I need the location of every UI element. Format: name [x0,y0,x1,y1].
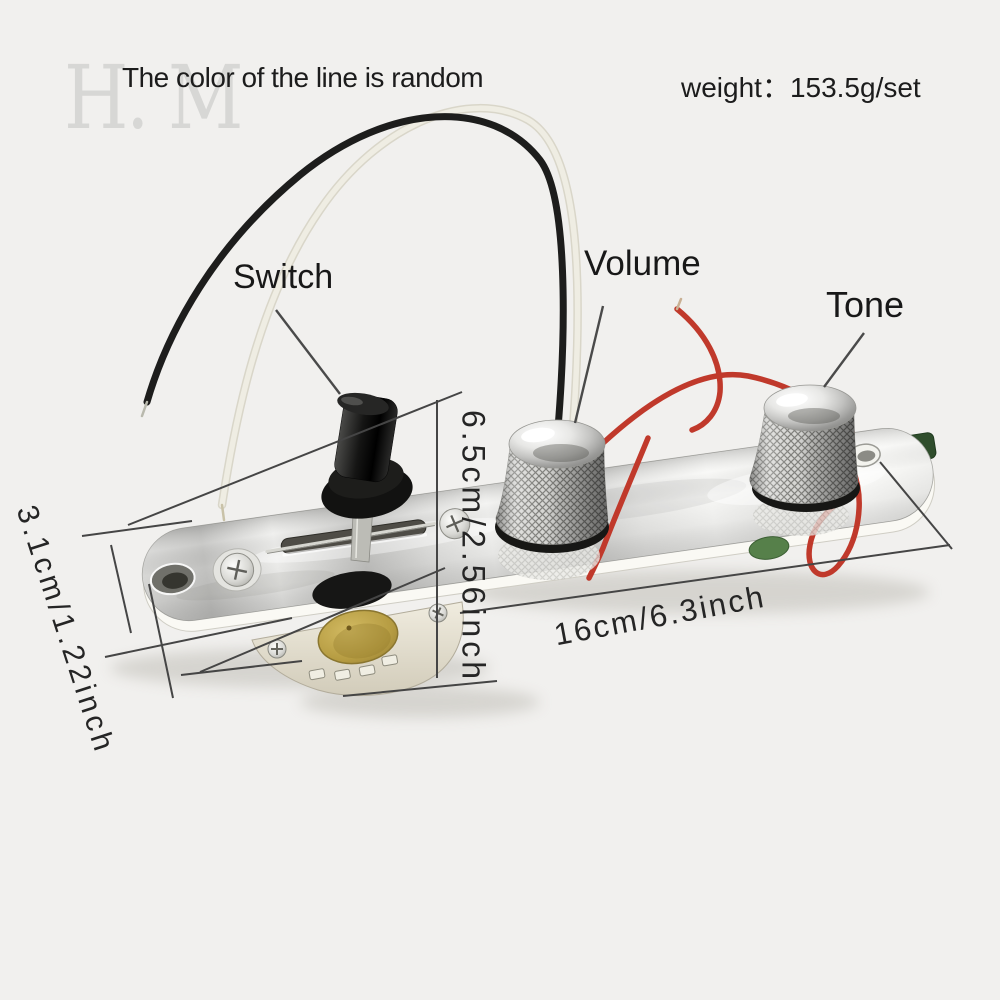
note-line-color: The color of the line is random [122,62,484,93]
mounting-hole-left [149,562,196,596]
dim-width-tick-2 [148,583,174,699]
dim-width-tick-1 [110,544,132,634]
switch-assembly [251,392,464,697]
mounting-screw-left [212,548,262,592]
dim-width-extension-bottom [104,617,293,658]
white-wire-bare-tip [220,503,226,522]
tone-pointer-line [823,332,865,388]
mounting-screw-mid [439,508,471,540]
black-wire-bare-tip [140,400,149,418]
dimension-lines [81,391,953,699]
watermark: H. M [64,46,244,149]
dim-width-extension-lower [180,660,303,676]
hookup-wires [140,103,582,522]
capacitor [748,536,790,560]
switch-brass-contact [317,609,399,665]
dim-width-extension-top [81,520,193,537]
dim-length-left-tick [199,567,446,673]
volume-pointer-line [573,305,605,424]
label-switch: Switch [233,258,334,296]
tone-knob-dome [763,384,857,432]
tone-knob [749,384,860,536]
label-tone: Tone [826,284,905,325]
label-volume: Volume [584,244,701,283]
dim-height-bottom-tick [342,680,498,697]
switch-solder-lugs [308,654,399,681]
dim-length-right-tick [879,461,953,550]
volume-knob [495,419,609,580]
pointer-lines [275,305,865,424]
red-wire-free-end [674,306,723,433]
red-wire-down-strand [586,435,651,581]
switch-spring [265,522,437,553]
red-wire-bare-tip [675,297,683,311]
weight-label: weight：153.5g/set [681,72,921,103]
dim-height-top-tick [127,391,463,526]
dim-height-label: 6.5cm/2.56inch [455,409,492,683]
dim-length-line [459,544,951,614]
switch-pointer-line [275,309,341,395]
black-wire [143,113,567,432]
switch-lever [334,392,398,483]
